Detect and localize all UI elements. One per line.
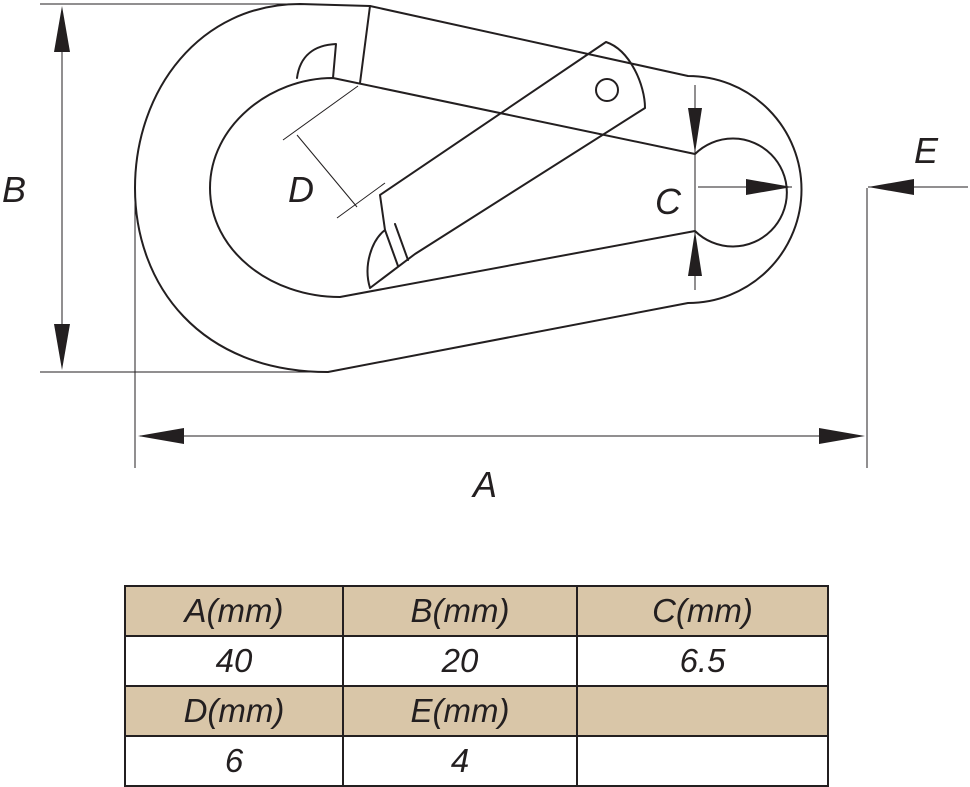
label-e: E — [914, 130, 939, 171]
table-value-cell: 6 — [124, 735, 344, 787]
label-d: D — [288, 169, 314, 210]
label-c: C — [655, 181, 682, 222]
arrow-up — [54, 6, 70, 52]
gate-outline — [366, 41, 646, 289]
gate-band-line — [384, 229, 399, 267]
gate-pivot-hole — [595, 78, 619, 102]
dimension-line-d — [296, 134, 358, 208]
table-header-cell: E(mm) — [342, 685, 578, 737]
body-outer-outline — [134, 3, 803, 373]
table-header-cell: D(mm) — [124, 685, 344, 737]
arrow-right — [819, 428, 865, 444]
arrow-c-down — [688, 108, 702, 153]
extension-line-d-top — [282, 85, 359, 141]
hinge-seam-line — [359, 5, 371, 84]
carabiner-body — [134, 3, 803, 373]
dimension-e: E — [698, 130, 968, 195]
arrow-e-left — [868, 179, 914, 195]
spring-gate — [366, 41, 646, 289]
table-header-row: D(mm)E(mm) — [124, 685, 829, 737]
table-header-row: A(mm)B(mm)C(mm) — [124, 585, 829, 637]
gate-band-line — [394, 223, 409, 261]
arrow-e-right — [746, 179, 792, 195]
label-b: B — [2, 169, 26, 210]
table-value-cell: 4 — [342, 735, 578, 787]
table-header-cell: B(mm) — [342, 585, 578, 637]
dimension-c: C — [655, 85, 702, 290]
extension-line-d-bottom — [336, 182, 386, 219]
table-value-cell: 20 — [342, 635, 578, 687]
label-a: A — [471, 464, 497, 505]
table-value-cell — [576, 735, 829, 787]
table-value-cell: 6.5 — [576, 635, 829, 687]
table-header-cell: C(mm) — [576, 585, 829, 637]
dimension-d: D — [282, 85, 386, 219]
arrow-left — [138, 428, 184, 444]
dimension-a: A — [134, 188, 868, 505]
dimension-b: B — [2, 3, 328, 373]
arrow-down — [54, 324, 70, 370]
table-value-cell: 40 — [124, 635, 344, 687]
body-inner-outline — [209, 77, 788, 298]
table-header-cell — [576, 685, 829, 737]
arrow-c-up — [688, 231, 702, 276]
table-header-cell: A(mm) — [124, 585, 344, 637]
nose-notch — [296, 43, 337, 79]
